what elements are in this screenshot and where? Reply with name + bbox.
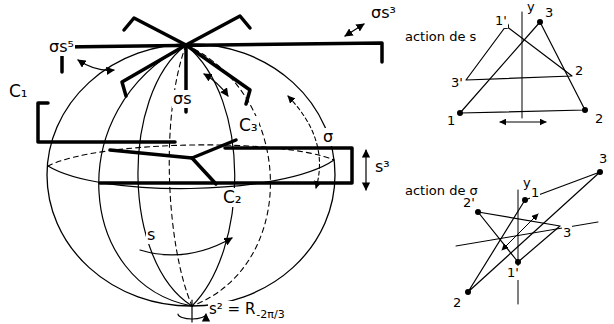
sphere-outline xyxy=(47,44,335,306)
triangle xyxy=(478,212,560,262)
rotation-arrow xyxy=(178,314,206,319)
vertex-dot xyxy=(457,110,463,116)
axis-label: C₂ xyxy=(222,188,243,207)
equatorial-plane xyxy=(38,103,175,142)
formula-subscript: -2π/3 xyxy=(255,309,285,321)
vertex-dot xyxy=(597,169,603,175)
c2-axis xyxy=(192,158,216,184)
axis-bold xyxy=(186,16,250,45)
triangle xyxy=(460,22,585,113)
meridian xyxy=(186,45,235,306)
axis-bold xyxy=(186,45,250,104)
y-axis xyxy=(522,12,523,118)
c2-axis xyxy=(192,140,236,158)
vertex-label: 3 xyxy=(562,226,572,240)
triangle xyxy=(468,172,600,292)
meridian xyxy=(138,45,192,306)
operation-label: s xyxy=(146,226,156,244)
vertex-label: 3' xyxy=(450,76,464,90)
mirror-label: σ xyxy=(322,128,334,146)
vertex-label: 2 xyxy=(452,296,462,310)
vertex-label: 2 xyxy=(594,112,604,126)
mirror-label: σs xyxy=(172,90,192,108)
vertex-dot xyxy=(465,289,471,295)
axis-label: y xyxy=(526,0,536,14)
axis-label: C₁ xyxy=(8,82,29,101)
vertex-label: 2' xyxy=(462,196,476,210)
operation-label: s³ xyxy=(374,158,391,176)
equatorial-plane xyxy=(100,148,352,183)
double-arrow xyxy=(345,24,364,36)
double-arrow xyxy=(502,214,538,250)
vertex-dot xyxy=(475,209,481,215)
sigma-arrow xyxy=(288,96,320,188)
vertex-label: 3 xyxy=(544,6,554,20)
meridian xyxy=(99,45,192,306)
vertex-dot xyxy=(582,107,588,113)
triangle xyxy=(466,26,572,80)
formula-text: s² = R xyxy=(208,301,256,318)
vertex-label: 3 xyxy=(598,152,608,166)
axis-bold xyxy=(122,45,186,96)
caption-text: action de s xyxy=(404,30,477,44)
vertex-label: 1' xyxy=(506,266,520,280)
double-arrow xyxy=(500,122,546,123)
vertex-label: 1' xyxy=(494,14,508,28)
vertex-label: 2 xyxy=(574,64,584,78)
mirror-label: σs³ xyxy=(370,4,397,22)
tangent-plane xyxy=(62,43,382,72)
meridian-hidden xyxy=(169,45,192,306)
vertex-dot xyxy=(515,259,521,265)
double-arrow xyxy=(204,74,228,96)
mirror-label: σs⁵ xyxy=(48,38,75,56)
axis-bold xyxy=(124,18,186,45)
vertex-label: 1 xyxy=(446,114,456,128)
double-arrow xyxy=(78,60,114,70)
axis-label: C₃ xyxy=(238,116,259,135)
c2-axis xyxy=(110,150,192,158)
vertex-label: 1 xyxy=(530,186,540,200)
meridian-hidden xyxy=(186,45,270,306)
double-arrow xyxy=(365,150,366,190)
vertex-dot xyxy=(522,197,528,203)
vertex-dot xyxy=(537,19,543,25)
